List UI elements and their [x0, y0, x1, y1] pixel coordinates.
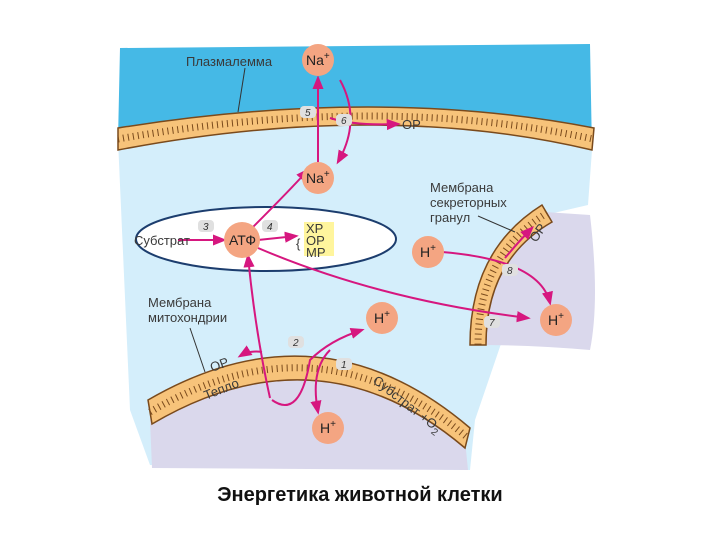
mitochondrion-lumen [150, 379, 468, 470]
arrow-mito-loop [271, 327, 365, 406]
mito-label-line2: митохондрии [148, 310, 227, 325]
arrow-atp-granule [257, 247, 531, 323]
na-top-label: Na+ [306, 51, 330, 68]
arrow-granule-or [504, 226, 534, 259]
substrate-label: Субстрат [134, 233, 190, 248]
na-bottom-label: Na+ [306, 169, 330, 186]
step-number-3: 3 [203, 222, 209, 233]
product-mr: МР [306, 245, 326, 260]
granule-ticks [474, 210, 549, 346]
mito-leader [189, 327, 206, 373]
step-number-7: 7 [489, 318, 495, 329]
h-granule-node [412, 236, 444, 268]
step-number-4: 4 [267, 222, 273, 233]
h-mito-lower-node [312, 412, 344, 444]
h-mito-upper-label: H+ [374, 309, 390, 326]
mito-ticks [148, 364, 471, 441]
granule-label-line2: секреторных [430, 195, 507, 210]
step-number-8: 8 [507, 266, 513, 277]
h-granule-label: H+ [420, 243, 436, 260]
products-highlight [304, 222, 334, 256]
step-badges [198, 106, 518, 370]
products-brace: { [296, 236, 301, 251]
or-top-label: ОР [402, 117, 421, 132]
plasmalemma-membrane [117, 106, 595, 151]
mito-label-line1: Мембрана [148, 295, 212, 310]
h-mito-upper-node [366, 302, 398, 334]
arrow-mito-atp [243, 253, 271, 399]
plasmalemma-leader [237, 67, 246, 113]
product-or: ОР [306, 233, 325, 248]
arrow-mito-or [237, 345, 263, 358]
granule-label-line3: гранул [430, 210, 470, 225]
na-top-node [302, 44, 334, 76]
atp-label: АТФ [229, 232, 256, 248]
cell-energy-diagram: 3 4 5 6 7 8 2 1 Плазмалемма Na+ Na+ ОР М… [117, 44, 595, 470]
or-mito-label: ОР [208, 354, 231, 375]
na-bottom-node [302, 162, 334, 194]
h-inside-granule-label: H+ [548, 311, 564, 328]
step-number-1: 1 [341, 360, 347, 371]
step-number-5: 5 [305, 108, 311, 119]
product-xr: ХР [306, 221, 323, 236]
step-number-6: 6 [341, 116, 347, 127]
diagram-caption: Энергетика животной клетки [217, 484, 503, 506]
plasmalemma-label: Плазмалемма [186, 54, 273, 69]
arrow-or-top [329, 117, 401, 131]
granule-leader [477, 215, 516, 233]
arrow-atp-products [257, 231, 299, 243]
atp-node [224, 222, 260, 258]
h-inside-granule-node [540, 304, 572, 336]
granule-label-line1: Мембрана [430, 180, 494, 195]
h-mito-lower-label: H+ [320, 419, 336, 436]
arrow-h-lower [310, 349, 331, 415]
step-number-2: 2 [292, 338, 299, 349]
